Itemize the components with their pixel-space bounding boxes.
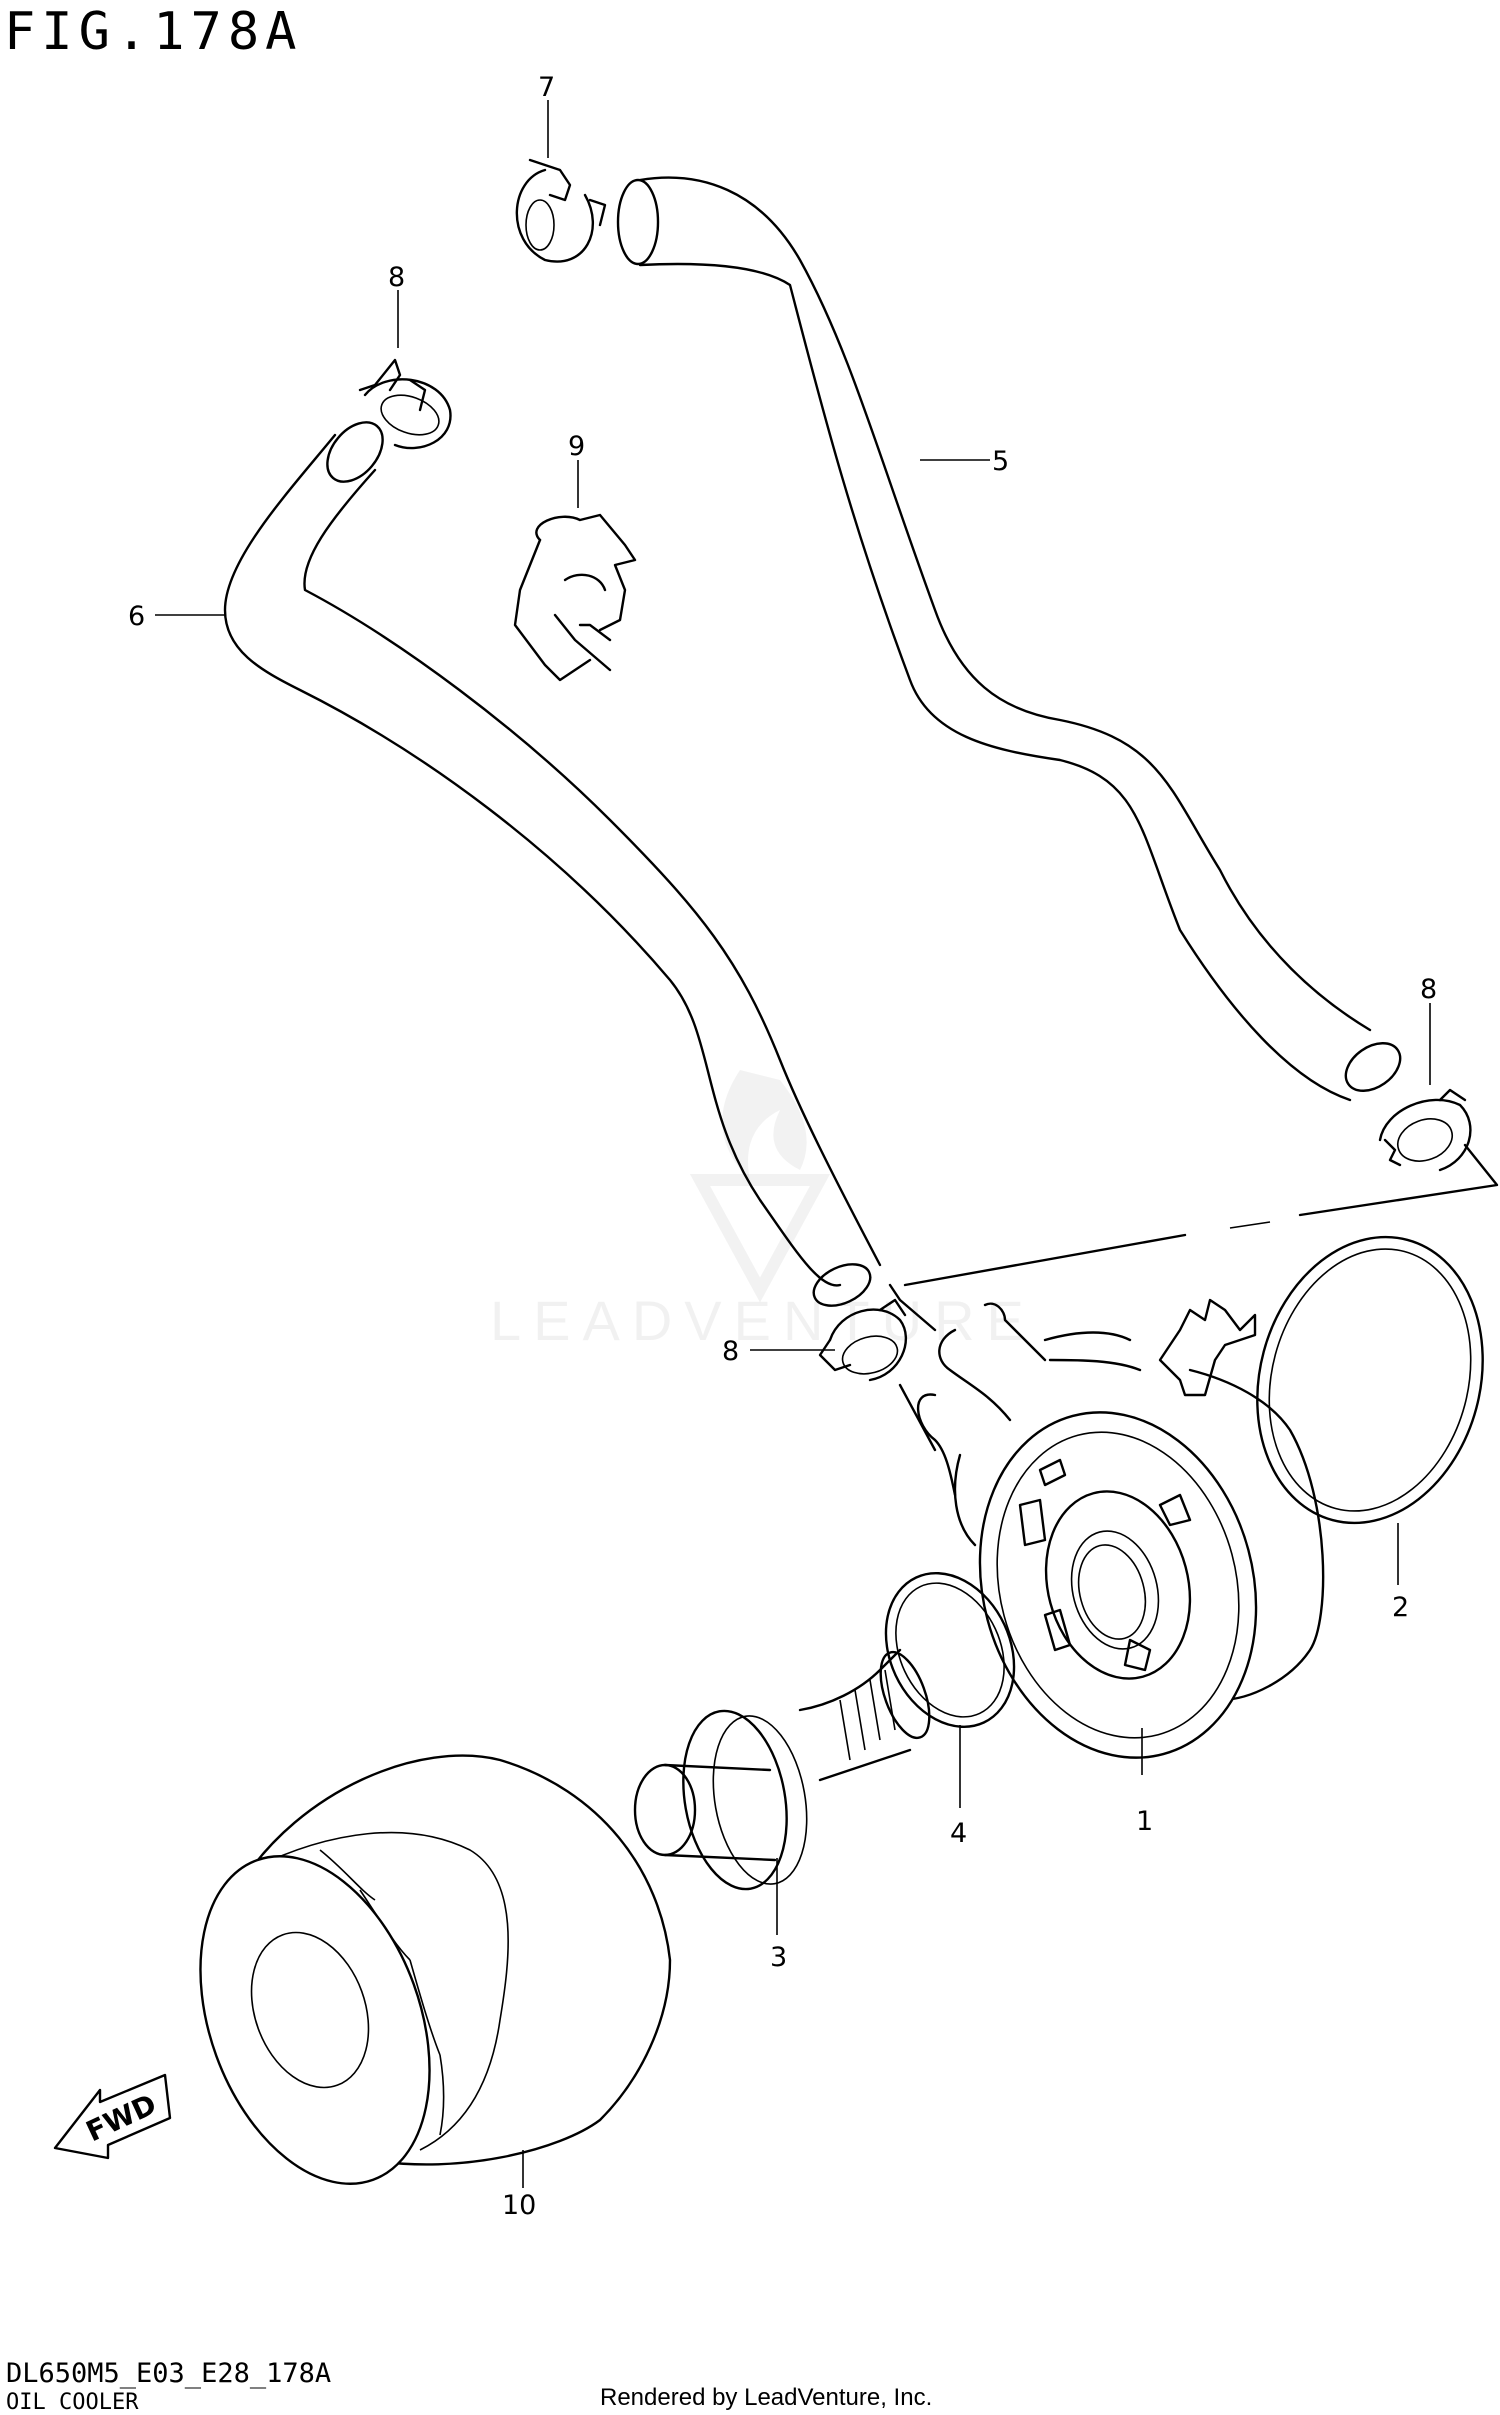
fwd-arrow-icon: FWD: [53, 2073, 172, 2160]
oil-cooler: [916, 1298, 1325, 1759]
callout-3: 3: [770, 1942, 787, 1973]
oil-filter: [199, 1754, 672, 2185]
callout-8-right: 8: [1420, 974, 1437, 1005]
clamp-8-upper: [358, 358, 452, 450]
routing-lines: [888, 1143, 1499, 1452]
figure-name: OIL COOLER: [6, 2390, 139, 2415]
o-ring-small: [884, 1571, 1016, 1729]
callout-6: 6: [128, 601, 145, 632]
watermark-text: LEADVENTURE: [490, 1289, 1036, 1352]
clamp-8-lower: [818, 1298, 908, 1382]
clamp-7: [515, 158, 607, 263]
callout-1: 1: [1136, 1806, 1153, 1837]
hose-upper: [616, 176, 1402, 1102]
figure-code: DL650M5_E03_E28_178A: [6, 2358, 332, 2389]
hose-lower: [223, 421, 882, 1307]
render-credit: Rendered by LeadVenture, Inc.: [600, 2384, 933, 2411]
o-ring-large: [1256, 1235, 1484, 1525]
callout-labels: 1 2 3 4 5 6 7 8 8 8 9 10: [128, 72, 1437, 2221]
clamp-8-right: [1378, 1088, 1472, 1172]
callout-5: 5: [992, 446, 1009, 477]
callout-7: 7: [538, 72, 555, 103]
figure-title: FIG.178A: [4, 2, 303, 62]
callout-2: 2: [1392, 1592, 1409, 1623]
callout-9: 9: [568, 431, 585, 462]
callout-8-lower: 8: [722, 1336, 739, 1367]
callout-10: 10: [502, 2190, 536, 2221]
leader-lines: [155, 100, 1431, 2188]
watermark: LEADVENTURE: [490, 1070, 1036, 1352]
hose-holder: [513, 513, 637, 682]
callout-8-upper: 8: [388, 262, 405, 293]
union-bolt: [633, 1648, 931, 1891]
callout-4: 4: [950, 1818, 967, 1849]
